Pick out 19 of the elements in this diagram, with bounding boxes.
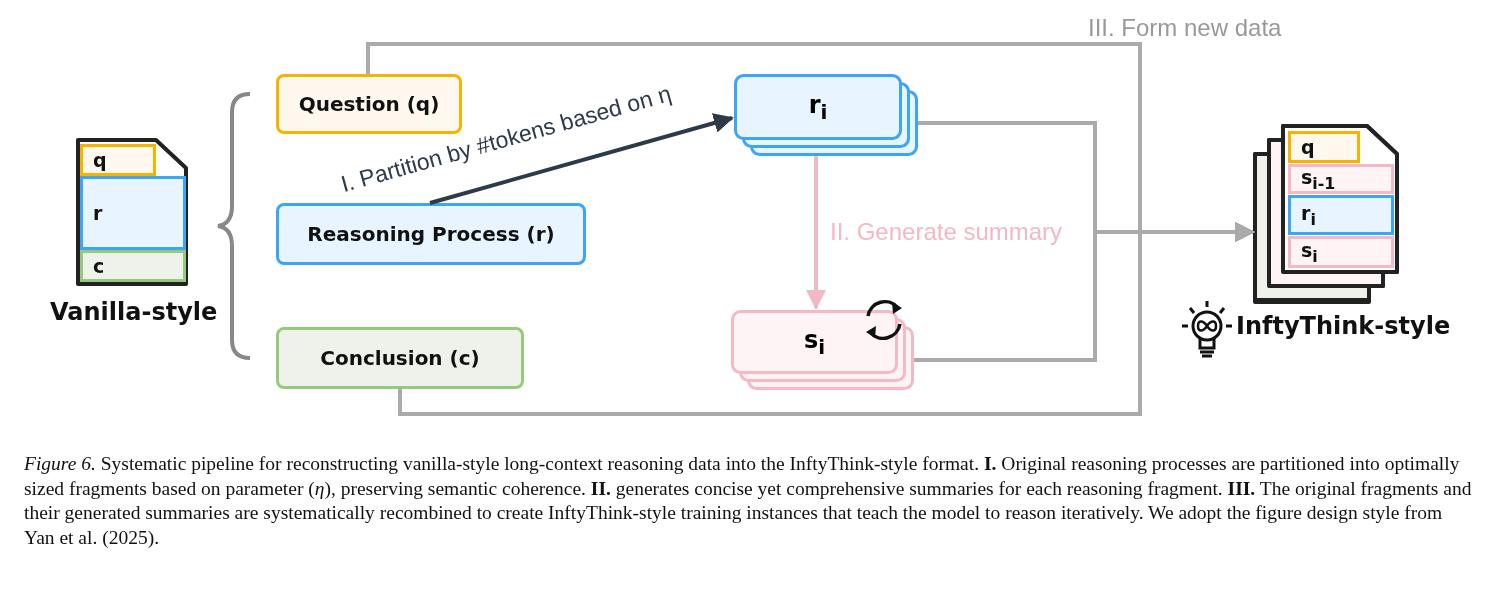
process-box: Reasoning Process (r): [276, 203, 586, 265]
document-section: r$_{i}$: [1288, 195, 1394, 235]
document-icon: [76, 138, 188, 286]
document-section: q: [1288, 131, 1360, 163]
arrow: [429, 113, 734, 205]
document-section: q: [80, 144, 156, 176]
document-section: s$_{i}$: [1288, 236, 1394, 268]
document-section: s$_{i-1}$: [1288, 164, 1394, 194]
process-box: Question (q): [276, 74, 462, 134]
edge-label: II. Generate summary: [830, 218, 1063, 246]
document-caption: Vanilla-style: [50, 298, 215, 326]
document-section: c: [80, 250, 186, 282]
document-caption: InftyThink-style: [1236, 312, 1448, 340]
process-box: Conclusion (c): [276, 327, 524, 389]
document-icon: [1253, 124, 1399, 302]
document-section: r: [80, 176, 186, 250]
arrow: [806, 156, 826, 310]
figure-caption: Figure 6. Systematic pipeline for reconstructing vanilla-style long-context reasoning data into the InftyThink-style format. I. Original reasoning processes are partitioned into optimally sized fragments based on parameter (η), preserving semantic coherence. II. generates concise yet comprehensive summaries for each reasoning fragment. III. The original fragments and their generated summaries are systematically recombined to create InftyThink-style training instances that teach the model to reason iteratively. We adopt the figure design style from Yan et al. (2025).: [24, 452, 1473, 550]
edge-label: III. Form new data: [1088, 14, 1282, 42]
